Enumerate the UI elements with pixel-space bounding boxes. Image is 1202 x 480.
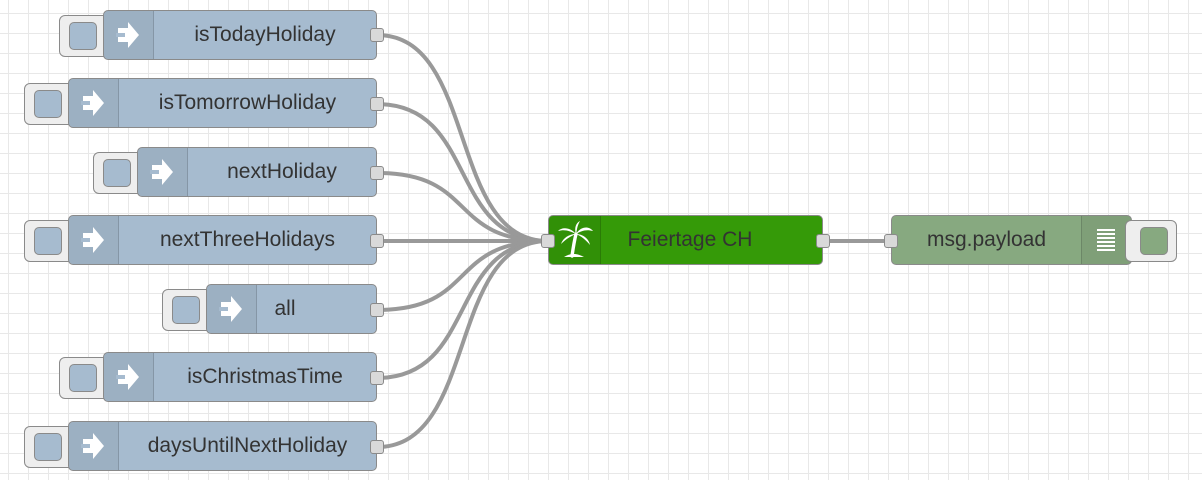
debug-node[interactable]: msg.payload (891, 215, 1132, 265)
inject-button[interactable] (162, 289, 214, 331)
inject-node-daysUntilNextHoliday[interactable]: daysUntilNextHoliday (68, 421, 377, 471)
inject-button[interactable] (24, 426, 76, 468)
output-port[interactable] (370, 371, 384, 385)
inject-arrow-icon (81, 433, 104, 459)
inject-node-label: nextThreeHolidays (159, 228, 336, 251)
inject-node-label: isTodayHoliday (194, 23, 336, 46)
wire-6[interactable] (376, 239, 549, 380)
wire-7[interactable] (376, 239, 549, 449)
inject-node-nextHoliday[interactable]: nextHoliday (137, 147, 377, 197)
debug-icon-area (1081, 216, 1131, 264)
wire-3[interactable] (376, 171, 549, 243)
inject-node-nextThreeHolidays[interactable]: nextThreeHolidays (68, 215, 377, 265)
wire-5[interactable] (376, 239, 549, 312)
inject-icon-area (138, 148, 188, 196)
output-port[interactable] (370, 303, 384, 317)
inject-node-all[interactable]: all (206, 284, 377, 334)
inject-arrow-icon (150, 159, 173, 185)
output-port[interactable] (370, 97, 384, 111)
inject-node-label: isTomorrowHoliday (158, 91, 337, 114)
inject-button[interactable] (59, 15, 111, 57)
inject-icon-area (104, 353, 154, 401)
inject-node-label: isChristmasTime (187, 365, 343, 388)
inject-node-isTomorrowHoliday[interactable]: isTomorrowHoliday (68, 78, 377, 128)
inject-arrow-icon (81, 227, 104, 253)
input-port[interactable] (541, 234, 555, 248)
inject-icon-area (69, 79, 119, 127)
palm-tree-icon (558, 221, 593, 258)
holiday-icon-area (549, 216, 601, 264)
output-port[interactable] (816, 234, 830, 248)
inject-icon-area (207, 285, 257, 333)
inject-arrow-icon (81, 90, 104, 116)
output-port[interactable] (370, 440, 384, 454)
inject-arrow-icon (116, 22, 139, 48)
holiday-node-label: Feiertage CH (627, 228, 753, 251)
inject-button[interactable] (24, 83, 76, 125)
debug-toggle-button[interactable] (1125, 220, 1177, 262)
inject-node-isTodayHoliday[interactable]: isTodayHoliday (103, 10, 377, 60)
inject-node-label: daysUntilNextHoliday (147, 434, 348, 457)
output-port[interactable] (370, 234, 384, 248)
inject-arrow-icon (219, 296, 242, 322)
holiday-node[interactable]: Feiertage CH (548, 215, 823, 265)
output-port[interactable] (370, 166, 384, 180)
output-port[interactable] (370, 28, 384, 42)
inject-node-isChristmasTime[interactable]: isChristmasTime (103, 352, 377, 402)
input-port[interactable] (884, 234, 898, 248)
inject-node-label: nextHoliday (227, 160, 337, 183)
inject-node-label: all (274, 297, 296, 320)
inject-arrow-icon (116, 364, 139, 390)
inject-icon-area (104, 11, 154, 59)
debug-list-icon (1097, 229, 1115, 251)
inject-icon-area (69, 216, 119, 264)
inject-button[interactable] (24, 220, 76, 262)
wire-2[interactable] (376, 102, 549, 243)
inject-icon-area (69, 422, 119, 470)
debug-node-label: msg.payload (926, 228, 1047, 251)
wire-1[interactable] (376, 33, 549, 243)
